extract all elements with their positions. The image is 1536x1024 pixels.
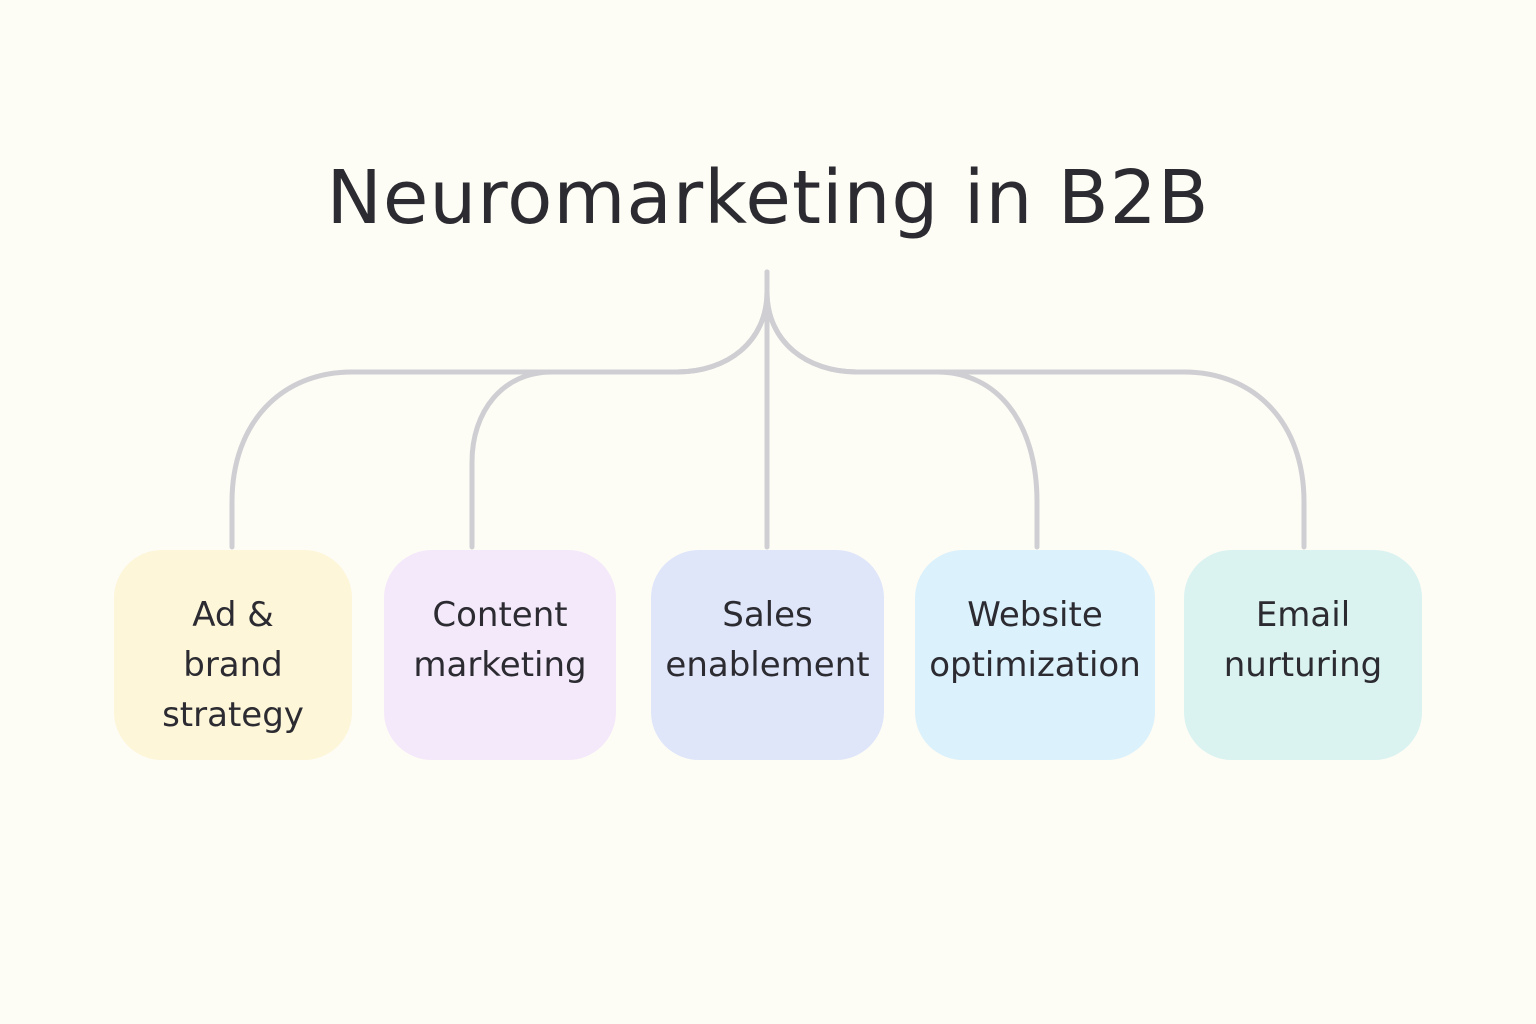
node-label-line: Sales	[722, 595, 813, 635]
connector-content-marketing	[469, 289, 770, 550]
node-website-optimization: Website optimization	[915, 550, 1155, 760]
node-sales-enablement: Sales enablement	[651, 550, 884, 760]
node-label-line: nurturing	[1223, 645, 1383, 685]
node-label-line: brand	[183, 645, 283, 685]
node-label-line: marketing	[413, 645, 587, 685]
connector-ad-brand-strategy	[229, 269, 770, 550]
node-content-marketing: Content marketing	[384, 550, 616, 760]
node-label-line: enablement	[665, 645, 870, 685]
node-label-line: optimization	[929, 645, 1141, 685]
node-label-line: strategy	[162, 695, 304, 735]
node-label-line: Email	[1255, 595, 1351, 635]
diagram-title: Neuromarketing in B2B	[326, 155, 1210, 241]
node-email-nurturing: Email nurturing	[1184, 550, 1422, 760]
connector-email-nurturing	[764, 289, 1307, 550]
connector-website-optimization	[764, 289, 1040, 550]
node-label-line: Website	[967, 595, 1103, 635]
node-ad-brand-strategy: Ad & brand strategy	[114, 550, 352, 760]
node-label-line: Ad &	[192, 595, 274, 635]
node-label-line: Content	[432, 595, 568, 635]
